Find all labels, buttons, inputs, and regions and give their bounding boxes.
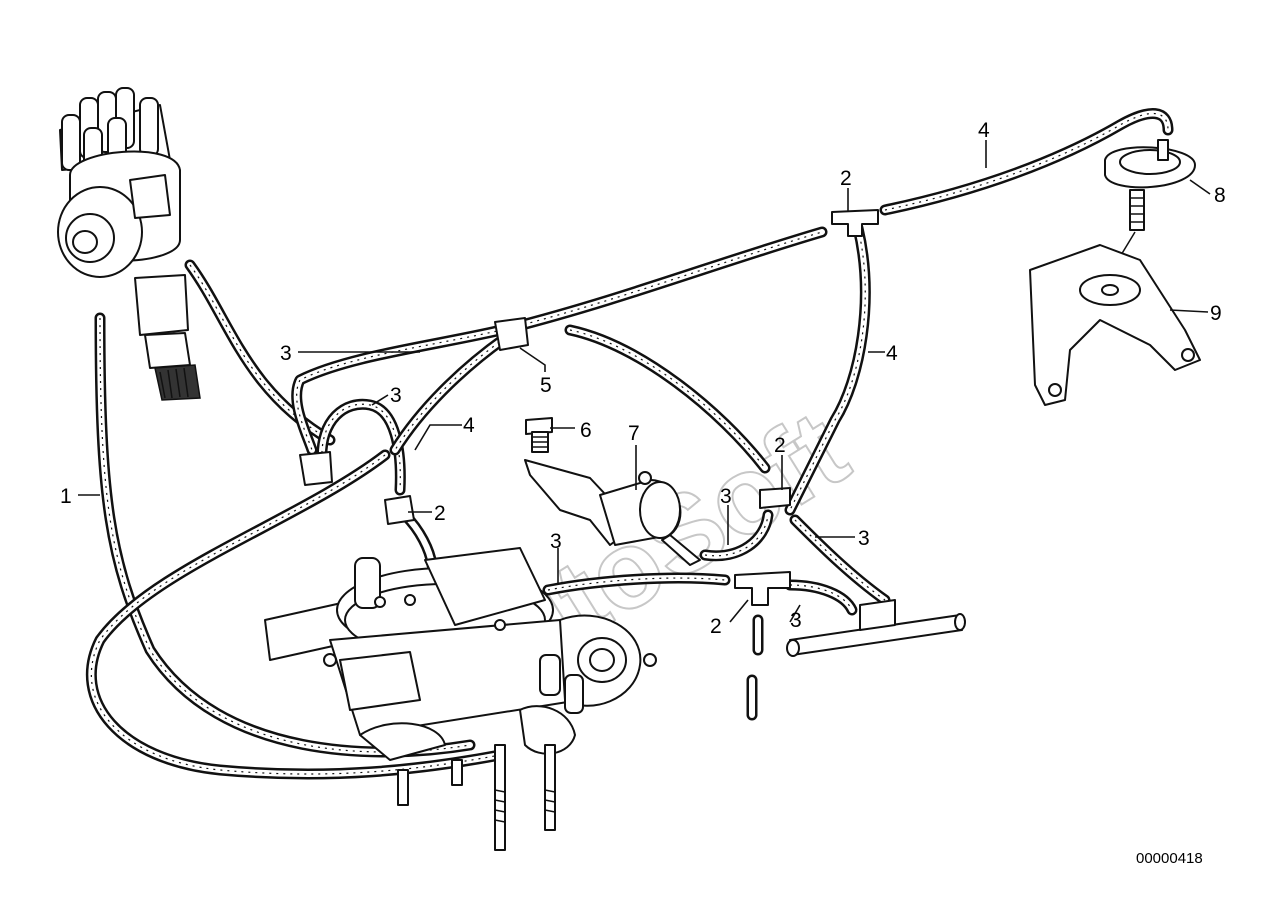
tee-connectors (299, 209, 879, 606)
callout-8: 8 (1214, 184, 1226, 207)
bolt (525, 417, 553, 453)
callout-4-top: 4 (978, 119, 990, 142)
leader-lines (78, 140, 1211, 623)
callout-3-distributor: 3 (280, 342, 292, 365)
hose-clip (494, 317, 529, 351)
callout-7: 7 (628, 422, 640, 445)
bracket (1029, 244, 1201, 406)
carburetor (264, 547, 657, 851)
vacuum-capsule (1104, 139, 1196, 266)
callout-4-left: 4 (463, 414, 475, 437)
callout-5: 5 (540, 374, 552, 397)
callout-2-top: 2 (840, 167, 852, 190)
callout-3-stub: 3 (790, 609, 802, 632)
bracket-valve (524, 459, 701, 566)
callout-9: 9 (1210, 302, 1222, 325)
callouts: 1 2 2 2 2 3 3 3 3 3 3 4 4 4 5 6 7 8 9 (60, 119, 1226, 638)
distributor (57, 87, 201, 401)
callout-1: 1 (60, 485, 72, 508)
callout-2-bottom: 2 (710, 615, 722, 638)
callout-2-carb: 2 (434, 502, 446, 525)
callout-2-right: 2 (774, 434, 786, 457)
callout-3-bottom: 3 (550, 530, 562, 553)
drawing-id: 00000418 (1136, 850, 1203, 867)
callout-3-arch: 3 (390, 384, 402, 407)
intake-pipe (786, 599, 966, 657)
callout-6: 6 (580, 419, 592, 442)
callout-3-diagonal: 3 (858, 527, 870, 550)
hose-4-left (389, 332, 511, 456)
callout-3-valve: 3 (720, 485, 732, 508)
callout-4-right: 4 (886, 342, 898, 365)
